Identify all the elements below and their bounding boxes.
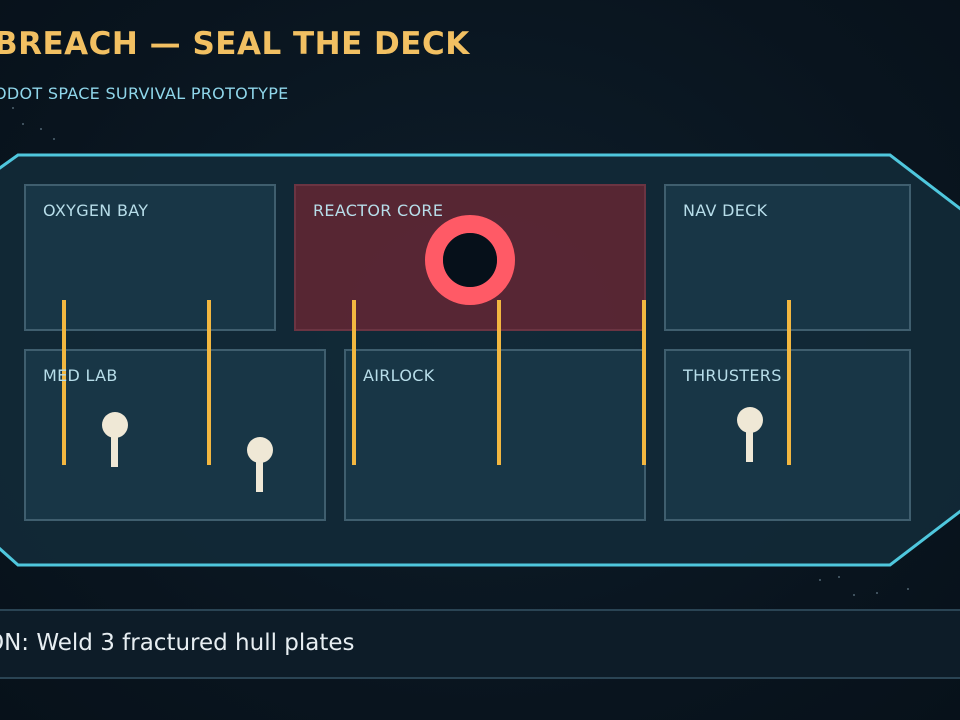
- objective-bar: ON: Weld 3 fractured hull plates: [0, 609, 960, 679]
- room-label-reactor-core: REACTOR CORE: [313, 201, 444, 220]
- crew-member-icon[interactable]: [737, 407, 763, 462]
- crew-member-icon[interactable]: [102, 412, 128, 467]
- objective-text: ON: Weld 3 fractured hull plates: [0, 630, 355, 656]
- game-title: BREACH — SEAL THE DECK: [0, 26, 470, 62]
- room-label-airlock: AIRLOCK: [363, 366, 435, 385]
- room-label-oxygen-bay: OXYGEN BAY: [43, 201, 149, 220]
- star: [12, 107, 14, 109]
- star: [876, 592, 878, 594]
- room-label-thrusters: THRUSTERS: [683, 366, 782, 385]
- hull-breach-icon[interactable]: [425, 215, 515, 305]
- star: [53, 138, 55, 140]
- star: [40, 128, 42, 130]
- star: [838, 576, 840, 578]
- star: [907, 588, 909, 590]
- crew-member-icon[interactable]: [247, 437, 273, 492]
- room-med-lab[interactable]: [24, 349, 326, 521]
- room-label-nav-deck: NAV DECK: [683, 201, 768, 220]
- game-subtitle: ODOT SPACE SURVIVAL PROTOTYPE: [0, 84, 289, 103]
- room-oxygen-bay[interactable]: [24, 184, 276, 331]
- star: [22, 123, 24, 125]
- star: [819, 579, 821, 581]
- room-label-med-lab: MED LAB: [43, 366, 118, 385]
- star: [853, 594, 855, 596]
